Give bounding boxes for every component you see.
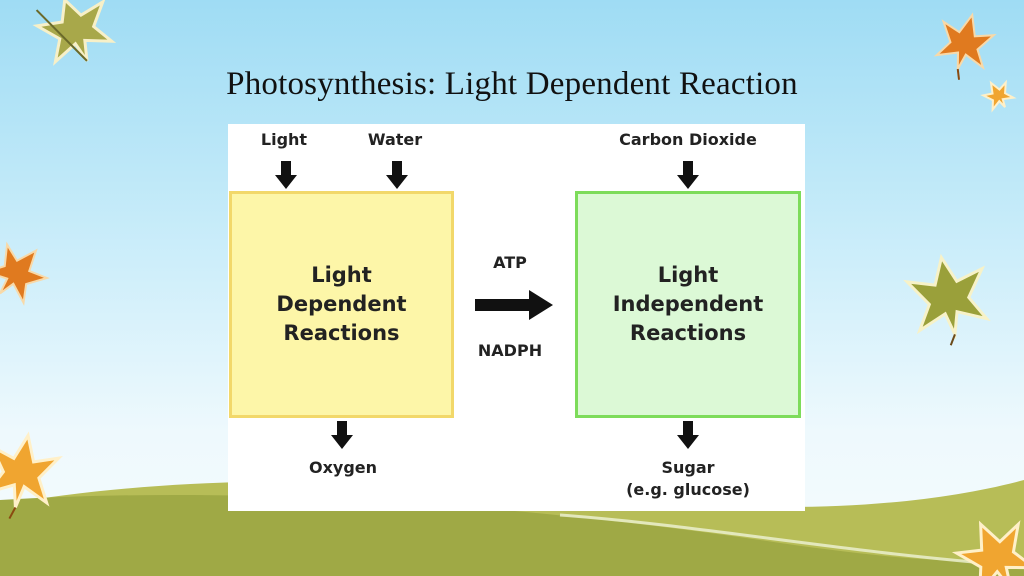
leaf-icon (933, 12, 997, 80)
leaf-icon (951, 520, 1024, 576)
photosynthesis-diagram: Light Water Carbon Dioxide Light Depende… (228, 124, 805, 511)
leaf-icon (32, 0, 117, 66)
leaf-icon (0, 431, 63, 520)
light-dependent-reactions-box: Light Dependent Reactions (229, 191, 454, 418)
atp-label: ATP (493, 253, 527, 272)
front-hill (0, 494, 1024, 576)
sugar-down-arrow-icon (677, 421, 699, 449)
input-carbon-dioxide-label: Carbon Dioxide (619, 130, 757, 149)
carbon-dioxide-down-arrow-icon (677, 161, 699, 189)
leaf-icon (0, 241, 50, 306)
output-sugar-label: Sugar (e.g. glucose) (626, 458, 750, 499)
light-down-arrow-icon (275, 161, 297, 189)
leaf-icon (980, 79, 1017, 113)
input-water-label: Water (367, 130, 423, 149)
input-light-label: Light (260, 130, 308, 149)
light-independent-reactions-label: Light Independent Reactions (612, 263, 764, 345)
light-independent-reactions-box: Light Independent Reactions (575, 191, 801, 418)
water-down-arrow-icon (386, 161, 408, 189)
right-arrow-icon (475, 290, 553, 320)
nadph-label: NADPH (477, 341, 543, 360)
leaf-icon (903, 253, 991, 346)
light-dependent-reactions-label: Light Dependent Reactions (276, 263, 407, 345)
hill-highlight (559, 513, 1024, 568)
slide-title: Photosynthesis: Light Dependent Reaction (226, 66, 798, 102)
oxygen-down-arrow-icon (331, 421, 353, 449)
output-oxygen-label: Oxygen (308, 458, 378, 477)
